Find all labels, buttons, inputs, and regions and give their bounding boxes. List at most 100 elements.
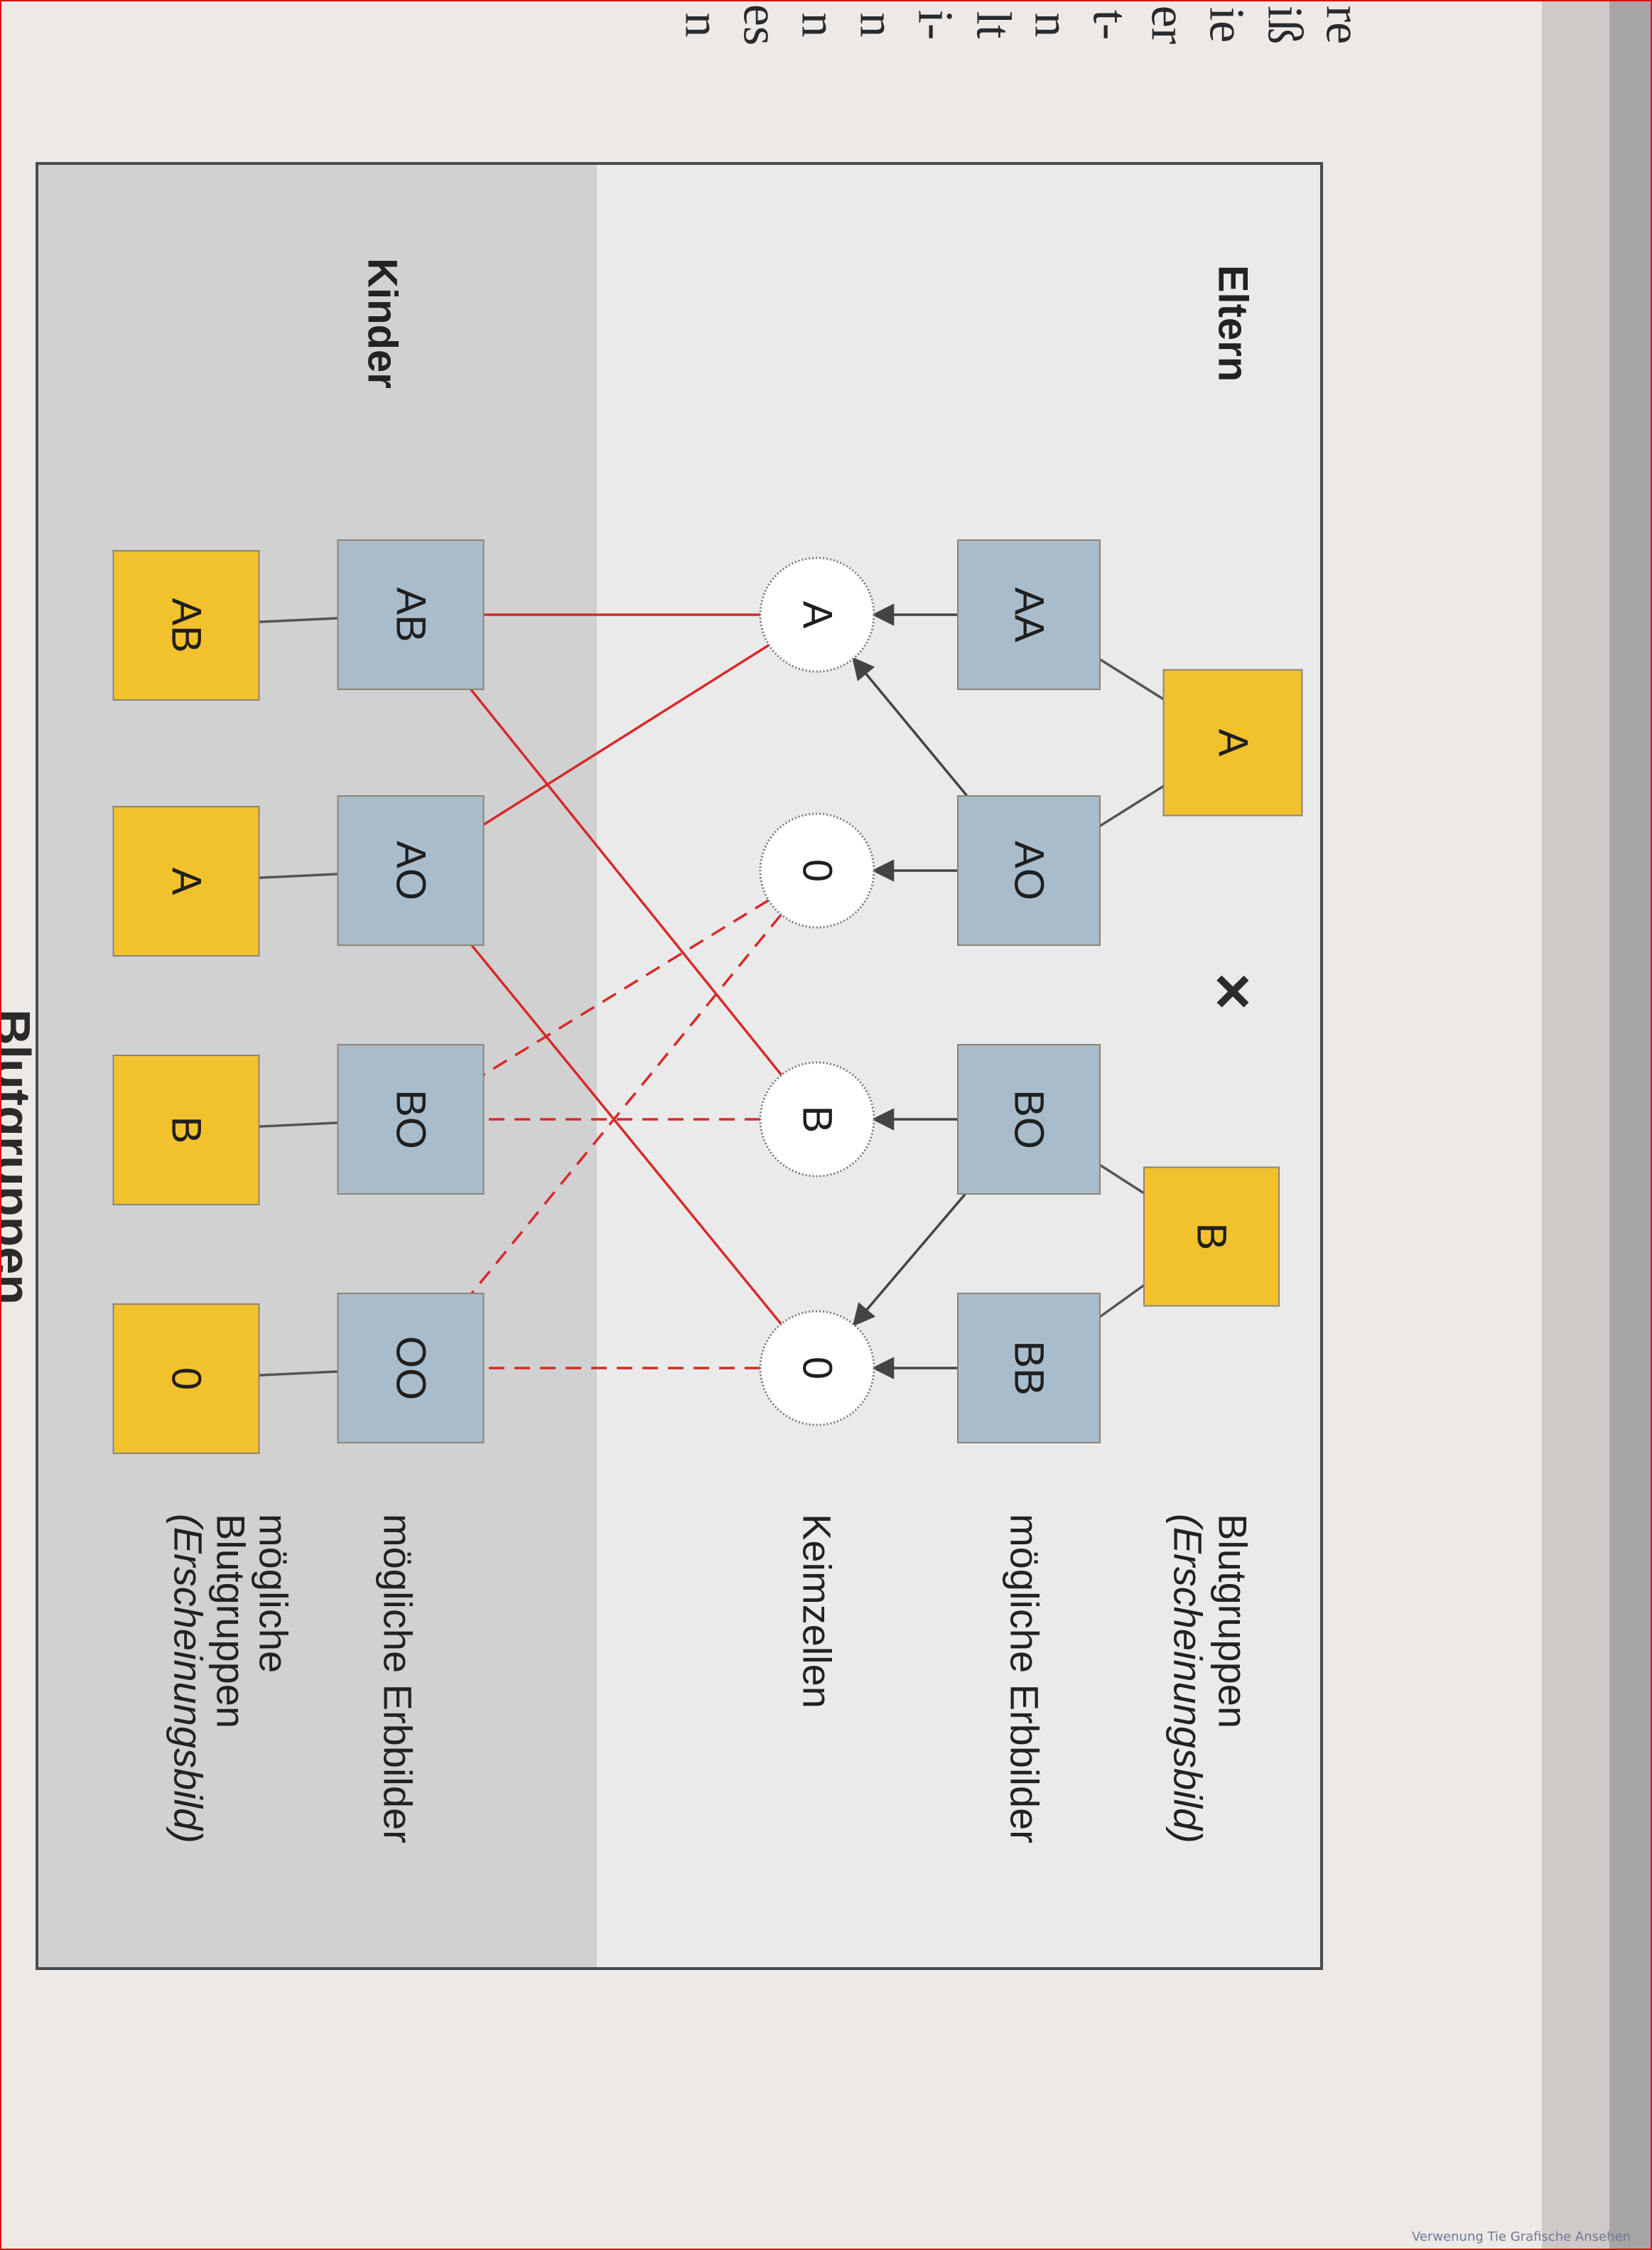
edge-kO1-cBO: [482, 899, 770, 1076]
child-genotype-box: [337, 1044, 485, 1195]
parent-phenotype-pA: A: [1162, 669, 1303, 817]
margin-word-11: n: [675, 13, 730, 38]
gamete-circle: [759, 556, 875, 673]
edge-kO1-cOO: [470, 913, 782, 1295]
edge-pA-gAO: [1099, 785, 1165, 827]
parent-genotype-box: [957, 1044, 1101, 1195]
gamete-label: A: [794, 601, 841, 629]
gamete-kO2: 0: [759, 1310, 875, 1426]
parent-phenotype-pB: B: [1143, 1166, 1280, 1307]
margin-word-6: lt: [966, 11, 1021, 39]
child-genotype-cAO: AO: [337, 795, 485, 946]
parent-genotype-gBB: BB: [957, 1293, 1101, 1443]
child-phenotype-fAB: AB: [112, 550, 260, 701]
child-genotype-cBO: BO: [337, 1044, 485, 1195]
child-phenotype-label: 0: [163, 1367, 210, 1390]
parent-genotype-label: BO: [1006, 1089, 1052, 1149]
parent-genotype-box: [957, 795, 1101, 946]
edge-gAO-kA: [852, 657, 968, 797]
edge-kA-cAO: [482, 644, 770, 826]
edges-layer: [259, 603, 1165, 1379]
section-label-children: Kinder: [360, 258, 406, 389]
gamete-label: B: [794, 1106, 841, 1134]
bottom-heading-text: Blutgruppen: [0, 1009, 41, 1305]
labels-layer: ×ElternKinderBlutgruppen(Erscheinungsbil…: [166, 258, 1269, 1843]
child-genotype-label: AO: [388, 841, 434, 900]
child-phenotype-box: [112, 1303, 260, 1454]
margin-word-9: n: [792, 13, 846, 38]
child-phenotype-fA: A: [112, 806, 260, 957]
child-phenotype-fB: B: [112, 1055, 260, 1205]
parent-phenotype-label: B: [1189, 1223, 1235, 1251]
legend-genotype-children: mögliche Erbbilder: [376, 1514, 421, 1843]
child-genotype-label: OO: [388, 1336, 434, 1400]
child-genotype-cOO: OO: [337, 1293, 485, 1443]
parent-genotype-gBO: BO: [957, 1044, 1101, 1195]
edge-pB-gBB: [1098, 1283, 1145, 1318]
child-phenotype-box: [112, 550, 260, 701]
child-genotype-box: [337, 539, 485, 690]
margin-word-3: er: [1141, 6, 1196, 44]
margin-word-2: ie: [1199, 7, 1254, 43]
section-label-parents: Eltern: [1210, 265, 1256, 382]
gamete-kB: B: [759, 1061, 875, 1178]
margin-word-0: re: [1316, 6, 1371, 44]
edge-pA-gAA: [1099, 658, 1165, 701]
legend-genotype-parents: mögliche Erbbilder: [1003, 1514, 1047, 1843]
margin-word-10: es: [733, 4, 788, 45]
parent-phenotype-box: [1143, 1166, 1280, 1307]
gamete-label: 0: [794, 859, 841, 882]
cross-symbol: ×: [1197, 973, 1268, 1011]
gamete-circle: [759, 812, 875, 929]
child-genotype-cAB: AB: [337, 539, 485, 690]
margin-word-4: t-: [1083, 10, 1138, 41]
edge-pB-gBO: [1099, 1163, 1145, 1195]
child-phenotype-box: [112, 1055, 260, 1205]
parent-genotype-gAA: AA: [957, 539, 1101, 690]
edge-cAO-fA: [259, 873, 338, 879]
parent-genotype-label: AA: [1006, 587, 1052, 642]
edge-kB-cAB: [470, 688, 783, 1076]
gamete-circle: [759, 1061, 875, 1178]
child-genotype-label: AB: [388, 587, 434, 642]
legend-phenotype-parents-line-1: (Erscheinungsbild): [1166, 1514, 1211, 1843]
edge-cBO-fB: [259, 1121, 338, 1128]
child-phenotype-label: A: [163, 868, 210, 895]
gamete-kA: A: [759, 556, 875, 673]
legend-phenotype-parents-line-0: Blutgruppen: [1211, 1514, 1256, 1728]
legend-phenotype-children-line-1: Blutgruppen: [209, 1514, 254, 1728]
edge-cAB-fAB: [259, 617, 338, 623]
child-genotype-label: BO: [388, 1089, 434, 1149]
child-phenotype-fO: 0: [112, 1303, 260, 1454]
margin-word-7: i-: [908, 10, 963, 41]
margin-word-1: iß: [1258, 6, 1312, 44]
gamete-circle: [759, 1310, 875, 1426]
child-genotype-box: [337, 795, 485, 946]
watermark-text: Verwenung Tie Grafische Ansehen: [1411, 2229, 1631, 2244]
parent-genotype-box: [957, 539, 1101, 690]
parent-genotype-label: AO: [1006, 841, 1052, 900]
book-edge-dark: [1609, 0, 1652, 2250]
edge-cOO-fO: [259, 1370, 338, 1377]
margin-word-8: n: [850, 13, 905, 38]
parent-genotype-box: [957, 1293, 1101, 1443]
edge-kO2-cAO: [470, 944, 782, 1325]
gamete-label: 0: [794, 1357, 841, 1379]
edge-gBO-kO2: [852, 1193, 966, 1327]
gamete-kO1: 0: [759, 812, 875, 929]
child-phenotype-label: B: [163, 1116, 210, 1144]
parent-genotype-gAO: AO: [957, 795, 1101, 946]
panel-border: [36, 162, 1323, 1970]
parent-genotype-label: BB: [1006, 1340, 1052, 1395]
legend-phenotype-children-line-0: mögliche: [252, 1514, 296, 1673]
child-genotype-box: [337, 1293, 485, 1443]
legend-phenotype-children-line-2: (Erscheinungsbild): [166, 1514, 211, 1843]
parent-phenotype-box: [1162, 669, 1303, 817]
legend-gametes: Keimzellen: [795, 1514, 840, 1708]
child-phenotype-label: AB: [163, 598, 210, 652]
child-phenotype-box: [112, 806, 260, 957]
margin-word-5: n: [1025, 13, 1079, 38]
